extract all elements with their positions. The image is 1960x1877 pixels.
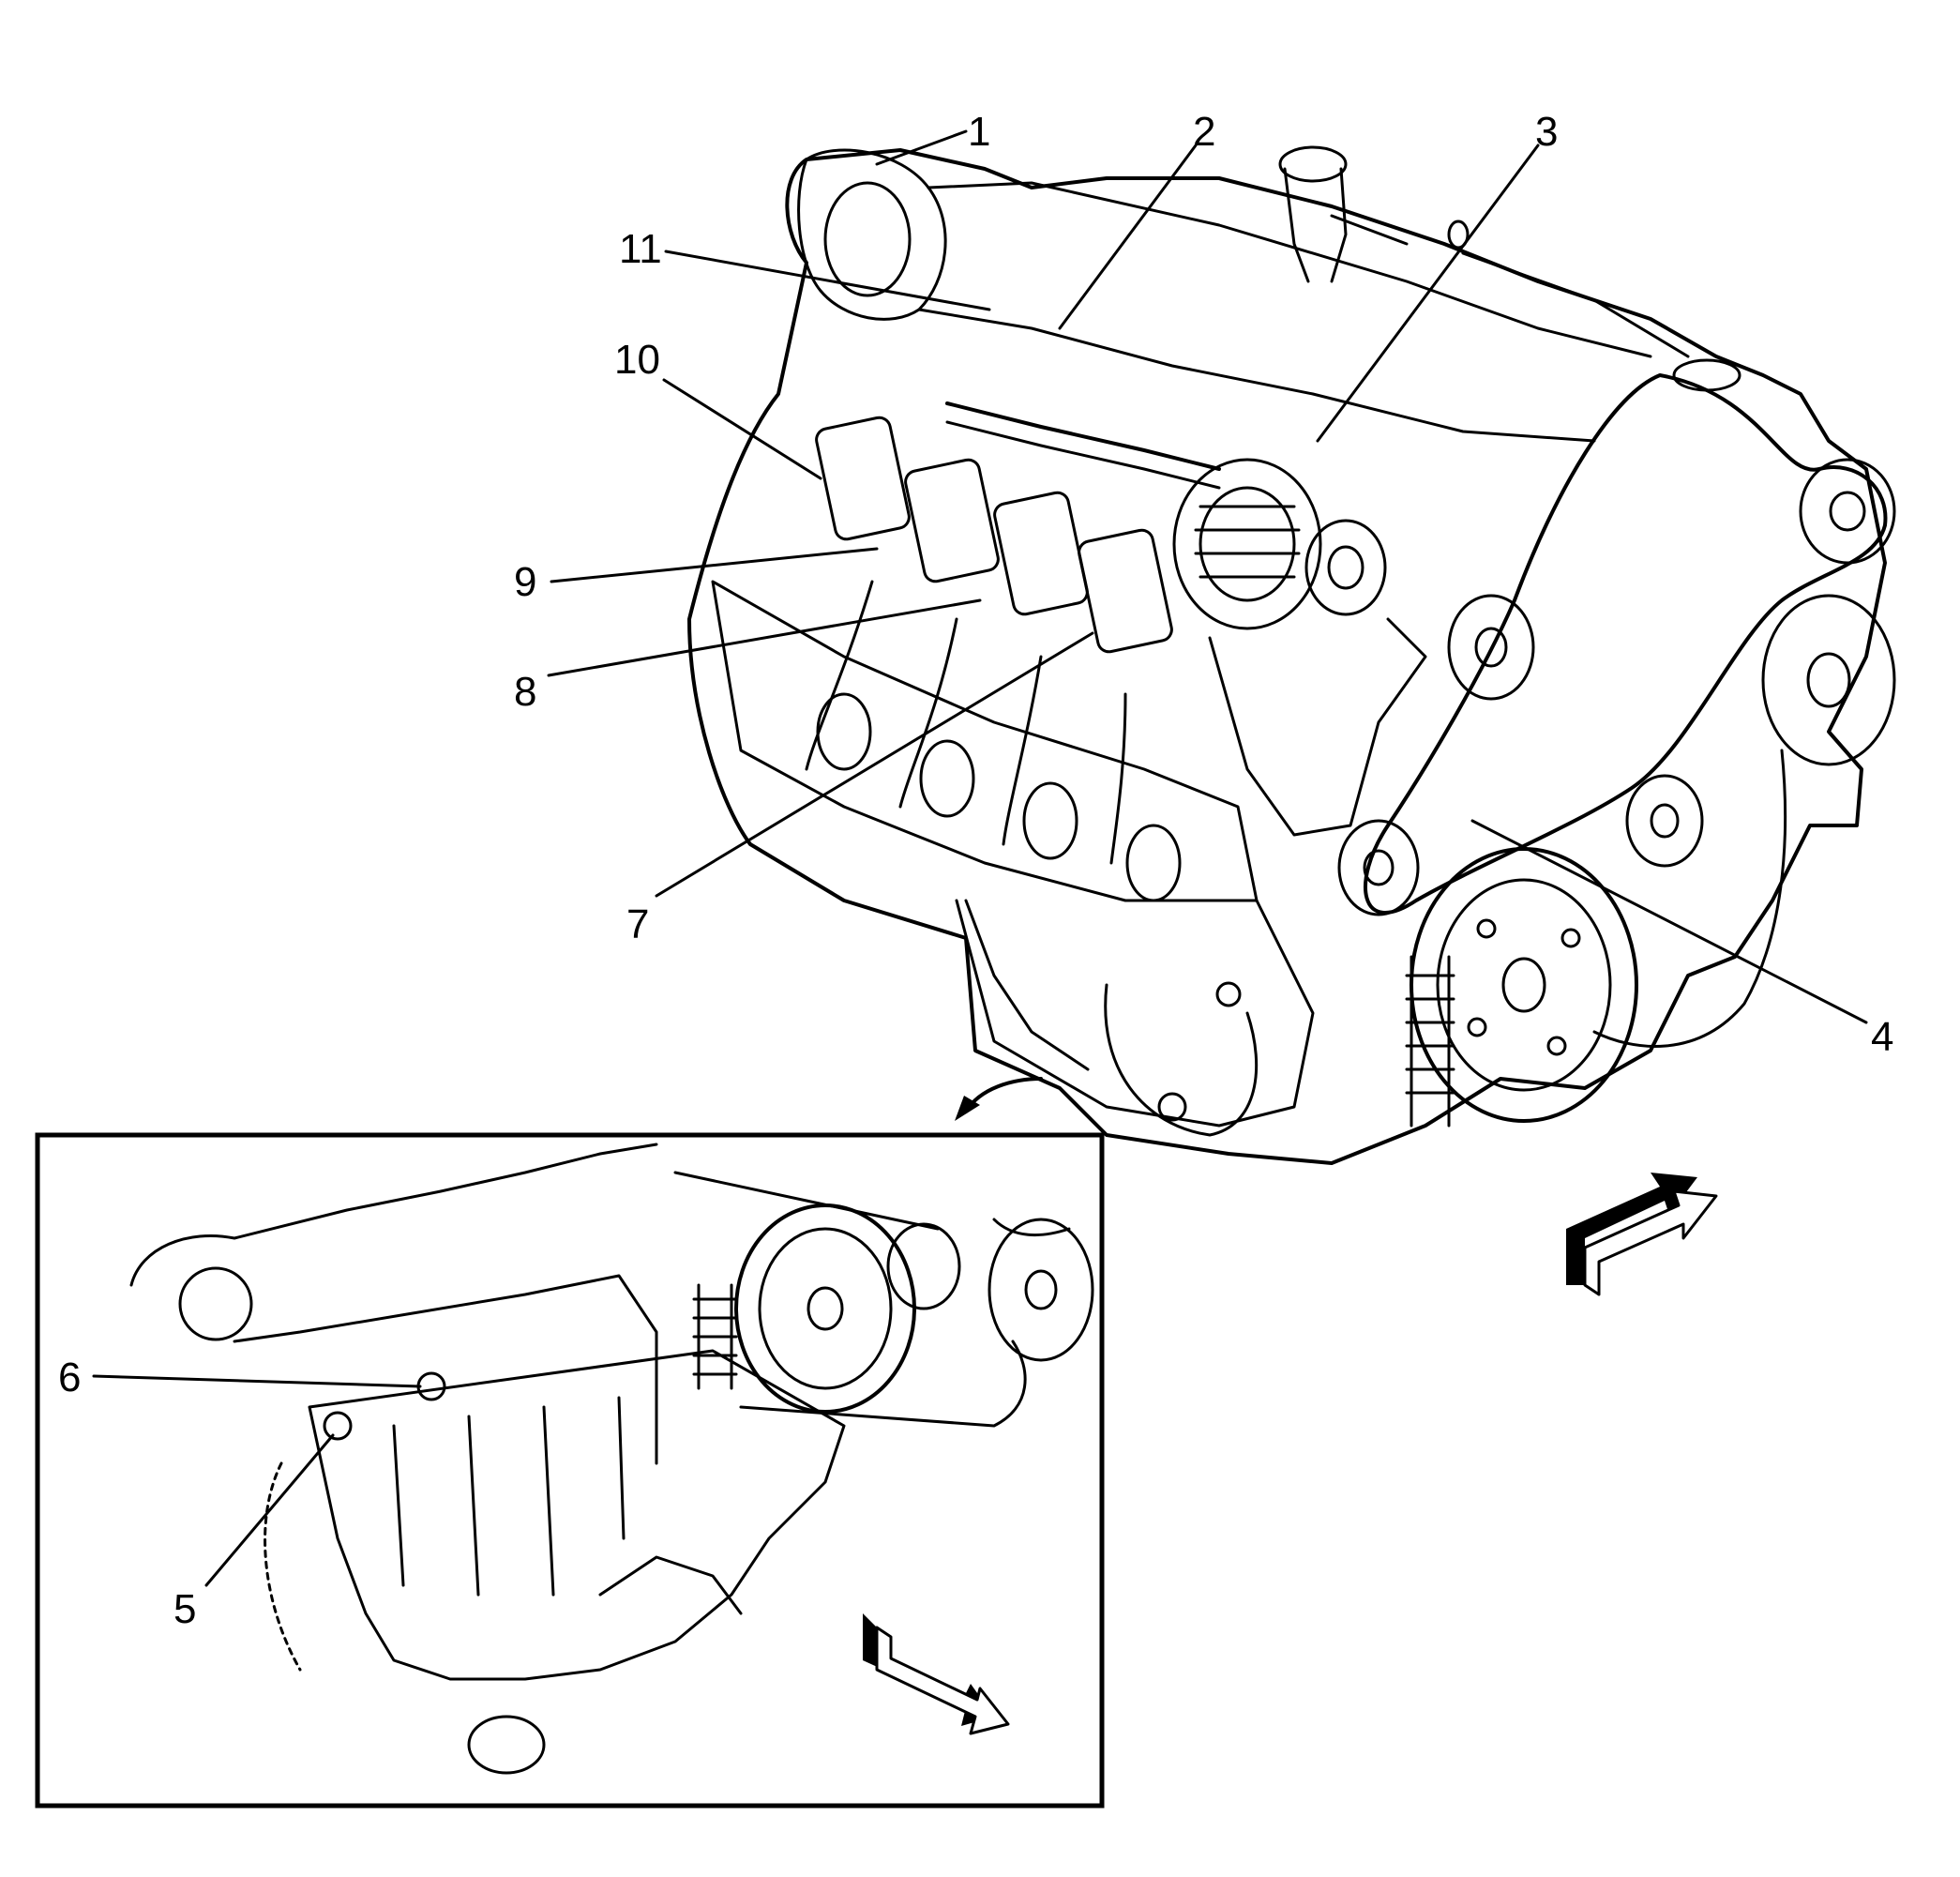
leader-line-3 (1316, 144, 1540, 443)
leader-line-6 (92, 1374, 422, 1388)
engine-block-lower (955, 899, 1315, 1128)
callout-4: 4 (1871, 1014, 1893, 1060)
callout-2: 2 (1193, 109, 1215, 155)
throttle-bore (823, 181, 912, 297)
ignition-coil (993, 491, 1089, 616)
inset-pump-pulley (988, 1218, 1094, 1362)
callout-numbers: 1 2 3 4 5 6 7 8 9 10 11 (58, 109, 1893, 1632)
direction-arrow-icon (1566, 1173, 1718, 1296)
oil-pan-main (964, 899, 1090, 1071)
inset-flywheel-edge (264, 1461, 302, 1672)
intake-runner-upper (927, 181, 1652, 358)
callout-3: 3 (1535, 109, 1558, 155)
fuel-rail (945, 401, 1221, 471)
leader-line-9 (550, 547, 879, 583)
bellhousing (1104, 983, 1259, 1137)
callout-11: 11 (619, 226, 662, 272)
inset-pan-baffle (598, 1555, 743, 1615)
power-steering-pulley (1799, 458, 1896, 565)
leader-line-1 (875, 129, 968, 166)
idler-pulley-lower (1625, 774, 1704, 868)
engine-illustration (687, 145, 1896, 1165)
valve-cover-right (1330, 214, 1690, 358)
callout-8: 8 (514, 669, 536, 715)
leader-line-7 (655, 631, 1094, 898)
inset-oil-filter (467, 1715, 546, 1775)
inset-block-side (233, 1274, 658, 1465)
callout-1: 1 (968, 109, 990, 155)
leader-line-2 (1058, 144, 1198, 330)
idler-pulley (1447, 594, 1535, 701)
inset-damper (692, 1283, 738, 1390)
engine-outline (687, 148, 1887, 1165)
leader-line-8 (547, 598, 982, 677)
inset-exhaust-manifold (129, 1143, 658, 1287)
curved-pointer-arrow-icon (955, 1077, 1043, 1121)
serpentine-belt (1364, 373, 1888, 915)
reservoir-cap (1672, 358, 1741, 392)
callout-9: 9 (514, 559, 536, 605)
engine-damper (1405, 955, 1455, 1128)
flange-hole (1215, 981, 1242, 1007)
inset-oil-pan (308, 1349, 846, 1681)
oil-filler-cap (1278, 145, 1348, 183)
inset-illustration (129, 1143, 1094, 1775)
leader-lines (92, 129, 1868, 1587)
callout-6: 6 (58, 1355, 81, 1400)
dipstick-handle (1447, 219, 1470, 250)
ignition-coil (904, 458, 1000, 583)
fuel-rail-lower (945, 420, 1221, 490)
tensioner-pulley (1337, 819, 1420, 916)
flange-hole (1157, 1092, 1187, 1122)
generator (1172, 458, 1387, 630)
inset-sensor-5 (323, 1411, 353, 1441)
leader-line-4 (1470, 819, 1868, 1024)
exhaust-ports (816, 692, 1182, 902)
inset-panel (35, 1132, 1105, 1809)
ignition-coil (815, 416, 911, 541)
callout-10: 10 (614, 337, 660, 383)
inset-pan-rib (392, 1396, 626, 1597)
callout-7: 7 (626, 901, 649, 947)
leader-line-10 (662, 378, 822, 480)
leader-line-11 (664, 250, 991, 311)
oil-filler-neck (1283, 167, 1348, 283)
serpentine-belt-lower (1592, 749, 1787, 1048)
inset-exhaust-port (178, 1266, 253, 1341)
callout-5: 5 (173, 1586, 196, 1632)
direction-arrow-icon (863, 1613, 1010, 1735)
inset-idler-pulley (886, 1222, 961, 1310)
generator-pulley (1304, 519, 1387, 616)
inset-belt (673, 1171, 1071, 1428)
ignition-coil (1078, 528, 1173, 654)
intake-runner-lower (917, 308, 1596, 443)
water-pump-pulley (1761, 594, 1896, 766)
cylinder-head (711, 580, 1259, 902)
accessory-bracket (1208, 617, 1427, 837)
ignition-coils (815, 416, 1173, 654)
leader-line-5 (204, 1433, 335, 1587)
